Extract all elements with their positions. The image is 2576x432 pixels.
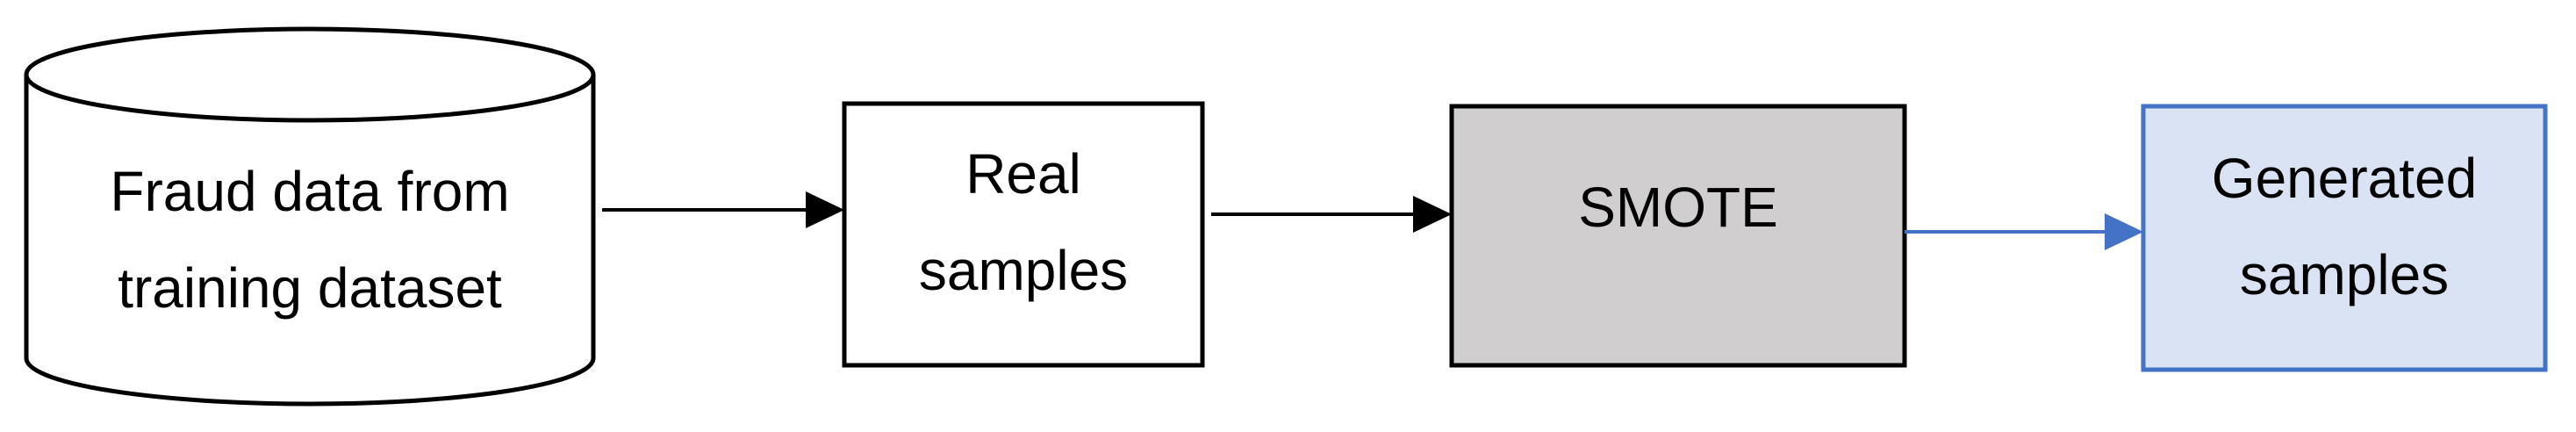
fraud-data-label-line1: Fraud data from	[110, 160, 509, 223]
smote-label: SMOTE	[1578, 176, 1778, 239]
arrow-fraud-to-real	[602, 191, 844, 228]
smote-box: SMOTE	[1449, 104, 1907, 368]
real-samples-box: Real samples	[842, 101, 1205, 368]
arrow-smote-to-generated	[1905, 213, 2143, 250]
generated-samples-label-line1: Generated	[2212, 147, 2477, 210]
generated-samples-box: Generated samples	[2141, 104, 2548, 372]
fraud-data-cylinder: Fraud data from training dataset	[24, 26, 596, 407]
cylinder-body	[24, 75, 596, 407]
real-samples-label-line1: Real	[965, 142, 1081, 205]
generated-samples-rect	[2141, 104, 2548, 372]
arrow-real-to-smote	[1211, 196, 1452, 233]
real-samples-rect	[842, 101, 1205, 368]
cylinder-top	[24, 26, 596, 123]
real-samples-label-line2: samples	[919, 239, 1128, 302]
fraud-data-label-line2: training dataset	[118, 256, 502, 320]
smote-rect	[1449, 104, 1907, 368]
generated-samples-label-line2: samples	[2240, 243, 2449, 306]
